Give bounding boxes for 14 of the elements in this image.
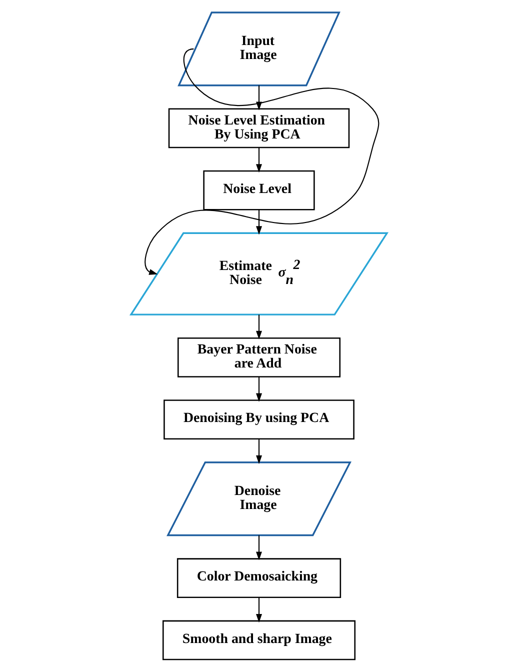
arrow: [256, 210, 262, 235]
node-box: Smooth and sharp Image: [162, 620, 356, 660]
node-box: Bayer Pattern Noise are Add: [176, 338, 340, 378]
arrow: [256, 438, 262, 464]
arrow: [256, 376, 262, 402]
node-box: Color Demosaicking: [176, 558, 341, 598]
arrow: [256, 148, 262, 173]
arrow: [256, 535, 262, 560]
arrow: [256, 598, 262, 623]
node-box: Denoising By using PCA: [163, 400, 354, 440]
arrow: [256, 314, 262, 340]
node-box: Noise Level Estimation By Using PCA: [168, 108, 350, 148]
arrow: [144, 48, 379, 275]
node-box: Noise Level: [202, 170, 314, 210]
